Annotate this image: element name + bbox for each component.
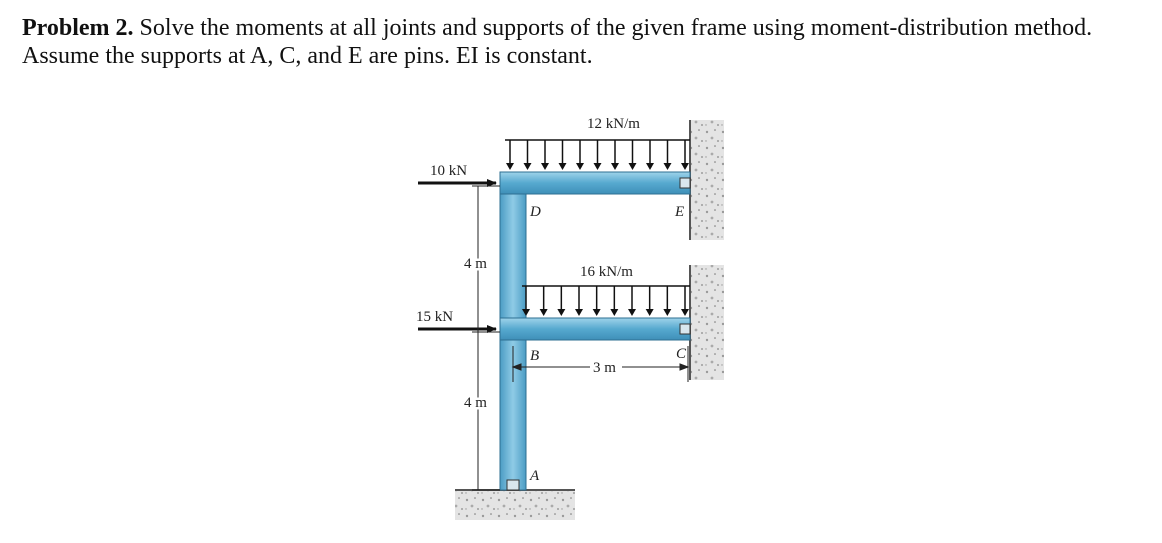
top-load-arrows [506,140,689,170]
load-arrow-head [681,163,689,170]
label-force-mid: 15 kN [416,309,453,325]
load-arrow-head [628,309,636,316]
load-arrow-head [645,309,654,316]
load-arrow-head [523,163,532,170]
load-arrow-head [610,309,619,316]
load-arrow-head [592,309,601,316]
load-arrow-head [628,163,637,170]
load-arrow-head [541,163,549,170]
load-arrow-head [558,163,567,170]
load-arrow-head [539,309,548,316]
label-joint-a: A [529,468,540,484]
load-arrow-head [663,163,672,170]
label-joint-c: C [676,346,687,362]
problem-text-1: Solve the moments at all joints and supp… [133,15,1093,41]
pin-a [506,479,520,491]
pin-e [679,177,691,189]
ground-support [455,489,575,520]
label-joint-e: E [674,204,684,220]
pin-c [679,323,691,335]
load-arrow-head [575,309,583,316]
label-joint-d: D [529,204,541,220]
problem-label: Problem 2. [22,15,134,41]
label-height-upper: 4 m [464,256,487,272]
load-arrow-head [593,163,602,170]
load-arrow-head [611,163,619,170]
mid-load-arrows [522,286,689,316]
load-arrow-head [576,163,584,170]
beam-bc [499,317,691,341]
load-arrow-head [522,309,530,316]
label-top-load: 12 kN/m [587,116,640,132]
load-arrow-head [663,309,672,316]
dimension-span [511,346,690,382]
beam-de [499,171,691,195]
label-span: 3 m [593,360,616,376]
label-force-top: 10 kN [430,163,467,179]
right-wall-support [689,120,724,380]
load-arrow-head [681,309,689,316]
load-arrow-head [557,309,566,316]
load-arrow-head [506,163,514,170]
problem-line-1: Problem 2. Solve the moments at all join… [22,14,1142,42]
load-arrow-head [646,163,654,170]
label-mid-load: 16 kN/m [580,264,633,280]
dimension-heights [472,185,500,491]
label-height-lower: 4 m [464,395,487,411]
label-joint-b: B [530,348,539,364]
problem-line-2: Assume the supports at A, C, and E are p… [22,43,593,69]
problem-statement: Problem 2. Solve the moments at all join… [22,14,1142,70]
